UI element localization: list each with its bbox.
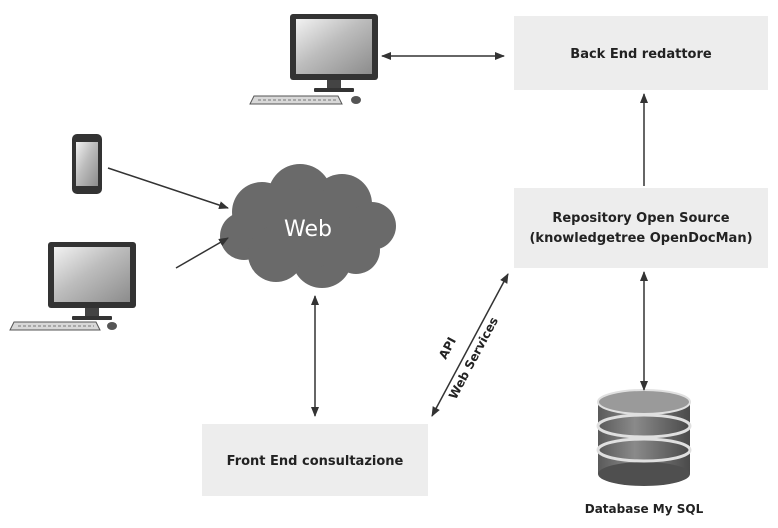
smartphone-icon xyxy=(72,134,102,194)
web-services-label: Web Services xyxy=(446,315,501,402)
web-cloud: Web xyxy=(220,164,396,288)
back-end-box: Back End redattore xyxy=(514,16,768,90)
arrow-phone-web xyxy=(107,167,229,209)
top-computer-icon xyxy=(249,14,378,105)
arrow-computer-web xyxy=(175,237,229,269)
back-end-label: Back End redattore xyxy=(570,47,712,62)
web-label: Web xyxy=(284,217,332,242)
database-icon xyxy=(596,389,692,486)
repository-label-line1: Repository Open Source xyxy=(552,211,729,226)
api-label: API xyxy=(436,335,459,361)
database-label: Database My SQL xyxy=(585,502,704,516)
left-computer-icon xyxy=(9,242,136,331)
cloud-icon xyxy=(220,164,396,288)
front-end-box: Front End consultazione xyxy=(202,424,428,496)
front-end-label: Front End consultazione xyxy=(227,454,404,469)
repository-box: Repository Open Source (knowledgetree Op… xyxy=(514,188,768,268)
arrow-frontend-repository xyxy=(431,273,509,417)
repository-label-line2: (knowledgetree OpenDocMan) xyxy=(529,231,752,246)
